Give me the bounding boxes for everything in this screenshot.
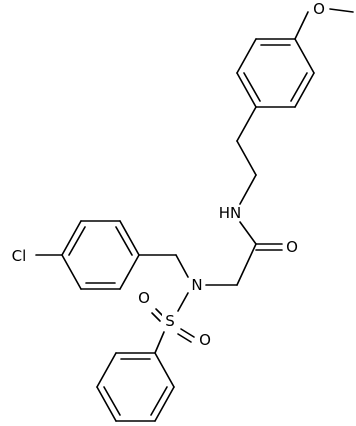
bond-ring1-f [294,38,315,74]
bond-ring3-f [154,352,175,388]
bond-ring2-d [61,254,82,290]
bond-ring-ch2 [236,106,257,142]
amide-nh-label: HN [219,204,242,222]
bond-ring3-c-inner [103,386,121,416]
bond-ring1-c [236,72,257,108]
sulfonyl-oxygen-left-label: O [138,289,150,307]
sulfonyl-oxygen-right-label: O [199,331,211,349]
sulfonamide-nitrogen-label: N [191,276,202,294]
methoxy-oxygen-label: O [313,0,325,18]
chlorine-label: Cl [12,247,27,265]
bond-layer [35,8,354,422]
bond-s-ring [154,331,165,354]
bond-ring3-e-inner [150,386,168,416]
bond-carbonyl-ch2 [236,243,257,286]
sulfur-label: S [165,312,175,330]
bond-nh-carbonyl [239,221,257,245]
bond-methyl-o [329,8,354,13]
carbonyl-oxygen-label: O [286,238,298,256]
bond-ring3-e [154,386,175,422]
bond-s-o-left-double [151,312,161,322]
bond-ring2-c-inner [68,226,86,256]
bond-ch2-ch2 [236,140,257,176]
bond-ring2-a [119,220,140,256]
bond-ring3-b [96,352,117,388]
bond-ring1-b [236,38,257,74]
atom-label-layer: O HN O Cl N S O O [5,0,327,349]
bond-ring2-a-inner [115,226,133,256]
bond-ring2-c [61,220,82,256]
bond-ring3-c [96,386,117,422]
bond-s-o-right [180,328,195,338]
bond-n-benzyl-ch2 [175,254,189,278]
bond-n-s [177,292,189,312]
bond-ring2-f [119,254,140,290]
bond-ch2-nh [239,174,257,205]
bond-o-ring [294,11,309,40]
bond-s-o-right-double [177,333,192,343]
bond-ring1-e [294,72,315,108]
bond-ring1-c-inner [243,72,261,102]
bond-ring1-e-inner [290,72,308,102]
